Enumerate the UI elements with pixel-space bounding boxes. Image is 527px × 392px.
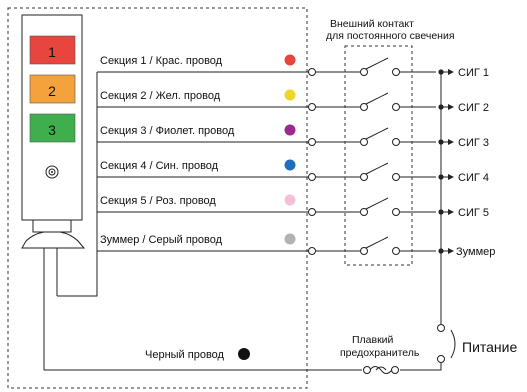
external-contact-title-line2: для постоянного свечения	[326, 30, 455, 42]
output-arrow-icon	[448, 139, 454, 145]
wire-label: Секция 5 / Роз. провод	[100, 195, 216, 207]
external-contact-box	[344, 45, 413, 266]
fuse-terminal-left	[363, 366, 371, 374]
output-arrow-icon	[448, 69, 454, 75]
switch-terminal-left	[360, 68, 368, 76]
external-contact-title-line1: Внешний контакт	[330, 18, 414, 30]
tower-segment-2	[29, 74, 76, 104]
switch-terminal-right	[392, 173, 400, 181]
wire-label: Секция 1 / Крас. провод	[100, 55, 223, 67]
power-terminal-bottom	[437, 355, 445, 363]
power-brace	[450, 329, 456, 359]
pole-foot	[57, 72, 98, 297]
wire-color-dot	[284, 159, 296, 171]
switch-terminal-left	[360, 208, 368, 216]
signal-tower: 1 2 3	[21, 14, 86, 370]
black-wire-color-dot	[238, 348, 250, 360]
switch-terminal-right	[392, 68, 400, 76]
tower-segment-3	[29, 113, 76, 143]
wire-label: Зуммер / Серый провод	[100, 234, 223, 246]
switch-blade	[365, 127, 389, 140]
output-arrow-icon	[448, 248, 454, 254]
output-arrow-icon	[448, 209, 454, 215]
border-terminal	[308, 173, 316, 181]
output-arrow-icon	[448, 174, 454, 180]
tower-neck	[32, 219, 72, 233]
switch-blade	[365, 236, 389, 249]
wire-color-dot	[284, 89, 296, 101]
output-arrow-icon	[448, 104, 454, 110]
black-wire	[44, 362, 442, 371]
power-label: Питание	[462, 339, 517, 355]
switch-terminal-left	[360, 247, 368, 255]
tower-segment-1	[29, 35, 76, 65]
border-terminal	[308, 103, 316, 111]
switch-terminal-left	[360, 138, 368, 146]
output-label: СИГ 2	[458, 102, 489, 114]
switch-blade	[365, 92, 389, 105]
switch-terminal-left	[360, 173, 368, 181]
border-terminal	[308, 208, 316, 216]
tower-pole	[43, 248, 58, 370]
border-terminal	[308, 247, 316, 255]
switch-terminal-right	[392, 208, 400, 216]
black-wire-label: Черный провод	[145, 349, 225, 361]
switch-terminal-right	[392, 138, 400, 146]
output-label: СИГ 4	[458, 172, 489, 184]
tower-base	[21, 231, 86, 249]
border-terminal	[308, 68, 316, 76]
buzzer-icon	[45, 165, 59, 179]
output-label: СИГ 1	[458, 67, 489, 79]
fuse-element	[369, 366, 393, 374]
fuse-terminal-right	[391, 366, 399, 374]
switch-terminal-left	[360, 103, 368, 111]
output-label: Зуммер	[456, 246, 495, 258]
tower-segment-1-label: 1	[48, 44, 56, 60]
power-terminal-top	[437, 324, 445, 332]
output-label: СИГ 3	[458, 137, 489, 149]
device-boundary	[7, 7, 308, 389]
fuse-label-line1: Плавкий	[352, 334, 394, 346]
output-label: СИГ 5	[458, 207, 489, 219]
switch-terminal-right	[392, 103, 400, 111]
wire-color-dot	[284, 233, 296, 245]
switch-blade	[365, 162, 389, 175]
wire-label: Секция 4 / Син. провод	[100, 160, 219, 172]
switch-blade	[365, 197, 389, 210]
wire-color-dot	[284, 194, 296, 206]
wire-label: Секция 3 / Фиолет. провод	[100, 125, 235, 137]
wire-label: Секция 2 / Жел. провод	[100, 90, 221, 102]
wire-color-dot	[284, 54, 296, 66]
switch-blade	[365, 57, 389, 70]
switch-terminal-right	[392, 247, 400, 255]
tower-segment-3-label: 3	[48, 122, 56, 138]
fuse-label-line2: предохранитель	[340, 347, 420, 359]
wire-color-dot	[284, 124, 296, 136]
border-terminal	[308, 138, 316, 146]
tower-segment-2-label: 2	[48, 83, 56, 99]
